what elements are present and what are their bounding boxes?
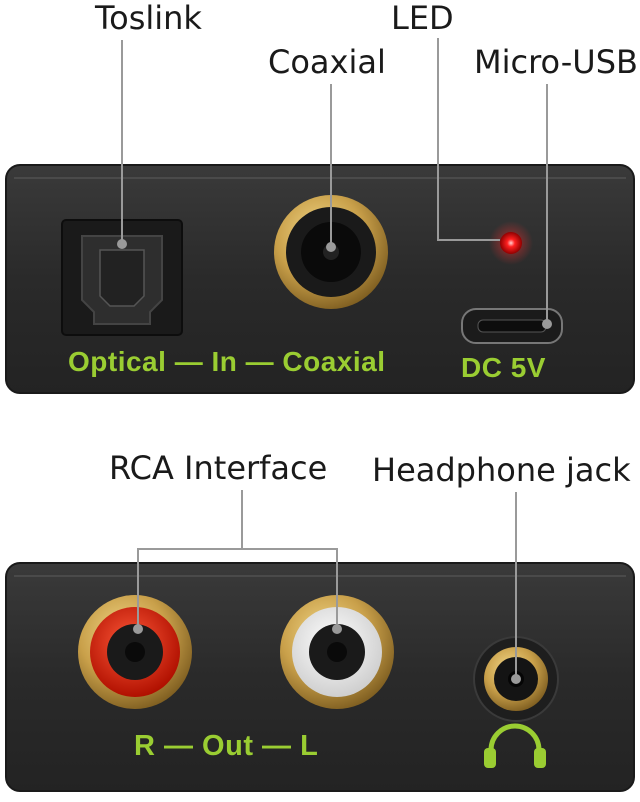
callout-dots-bottom	[133, 624, 521, 684]
status-led	[489, 221, 533, 265]
headphone-icon	[484, 723, 546, 768]
rca-interface-label: RCA Interface	[109, 449, 328, 487]
micro-usb-port	[461, 308, 563, 344]
callout-dots-top	[117, 239, 552, 329]
power-label: DC 5V	[461, 352, 546, 383]
coaxial-label: Coaxial	[268, 43, 386, 81]
toslink-label: Toslink	[95, 0, 202, 37]
headphone-jack-label: Headphone jack	[372, 451, 631, 489]
input-row-label: Optical — In — Coaxial	[68, 346, 386, 377]
rca-right-port	[78, 595, 192, 709]
callout-leaders-bottom	[137, 490, 517, 679]
rca-left-port	[280, 595, 394, 709]
led-label: LED	[391, 0, 454, 37]
micro-usb-label: Micro-USB	[474, 43, 638, 81]
output-row-label: R — Out — L	[134, 730, 319, 762]
callout-leaders-top	[121, 38, 548, 324]
toslink-port	[61, 219, 183, 336]
